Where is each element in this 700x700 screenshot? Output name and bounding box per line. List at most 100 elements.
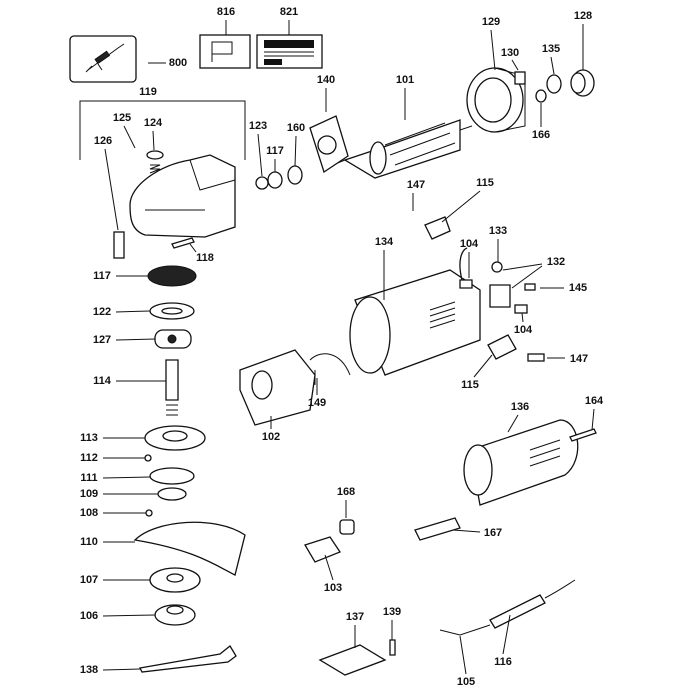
brush-104 [459, 247, 473, 289]
part-label-134: 134 [374, 236, 394, 248]
part-label-117: 117 [266, 145, 284, 157]
leader-line-115 [473, 354, 493, 378]
part-label-116: 116 [494, 656, 512, 668]
part-label-110: 110 [80, 536, 98, 548]
leader-line-116 [502, 614, 511, 655]
leader-line-123 [257, 133, 263, 177]
leader-line-160 [294, 135, 297, 167]
part-label-119: 119 [139, 86, 157, 98]
leader-line-122 [115, 310, 151, 313]
brush-holder-115 [424, 216, 451, 240]
switch-part-137 [318, 644, 387, 676]
part-label-166: 166 [531, 129, 551, 141]
pin-126 [113, 231, 125, 259]
leader-line-129 [490, 29, 496, 71]
part-label-122: 122 [92, 306, 112, 318]
screw-164 [569, 428, 597, 442]
part-label-130: 130 [500, 47, 520, 59]
cord-105-116 [439, 579, 576, 636]
leader-line-105 [459, 635, 467, 675]
part-label-126: 126 [93, 135, 113, 147]
part-label-168: 168 [336, 486, 356, 498]
part-label-118: 118 [196, 252, 214, 264]
brush-holder-132 [489, 261, 536, 314]
part-label-102: 102 [261, 431, 281, 443]
terminal-167 [414, 517, 461, 541]
part-label-147: 147 [406, 179, 426, 191]
leader-line-164 [591, 408, 595, 431]
part-label-164: 164 [584, 395, 604, 407]
gear-case [129, 150, 236, 238]
fan-baffle-129 [466, 67, 526, 133]
grease-gun-icon-box [69, 35, 137, 83]
motor-housing-134 [349, 269, 481, 376]
bracket-119 [79, 100, 246, 160]
leader-lines [102, 20, 595, 675]
part-label-125: 125 [112, 112, 132, 124]
warning-label-box [256, 34, 323, 69]
screw-147 [527, 353, 545, 362]
part-label-145: 145 [568, 282, 588, 294]
leader-line-132 [511, 265, 543, 289]
part-label-107: 107 [79, 574, 99, 586]
leader-line-106 [102, 614, 156, 617]
part-label-105: 105 [456, 676, 476, 688]
part-label-115: 115 [476, 177, 494, 189]
leader-line-124 [152, 130, 155, 151]
leader-line-167 [452, 529, 481, 533]
leader-line-130 [511, 59, 519, 71]
field-102 [239, 349, 351, 426]
part-label-821: 821 [279, 6, 299, 18]
part-label-112: 112 [80, 452, 98, 464]
part-label-140: 140 [316, 74, 336, 86]
part-label-111: 111 [80, 472, 98, 484]
leader-line-138 [102, 668, 141, 671]
part-label-103: 103 [323, 582, 343, 594]
part-label-117: 117 [93, 270, 111, 282]
part-label-135: 135 [541, 43, 561, 55]
fan-plate-140 [309, 115, 349, 174]
part-label-137: 137 [345, 611, 365, 623]
part-label-129: 129 [481, 16, 501, 28]
leader-line-132 [502, 263, 543, 271]
rear-cover-136 [463, 419, 579, 506]
leader-line-136 [507, 414, 519, 433]
part-label-106: 106 [79, 610, 99, 622]
screw-139 [389, 639, 396, 656]
leader-line-135 [550, 56, 555, 75]
part-label-136: 136 [510, 401, 530, 413]
part-label-115: 115 [461, 379, 479, 391]
bearing-parts-right [514, 69, 595, 103]
part-label-147: 147 [569, 353, 589, 365]
leader-line-111 [102, 476, 151, 479]
screw-118 [171, 237, 195, 249]
part-label-114: 114 [93, 375, 111, 387]
leader-line-103 [324, 554, 334, 581]
part-label-167: 167 [483, 527, 503, 539]
flag-label-box [199, 34, 251, 69]
part-label-800: 800 [168, 57, 188, 69]
left-column-parts [133, 265, 246, 673]
part-label-104: 104 [459, 238, 479, 250]
part-label-149: 149 [307, 397, 327, 409]
part-label-128: 128 [573, 10, 593, 22]
part-label-101: 101 [395, 74, 415, 86]
part-label-113: 113 [80, 432, 98, 444]
leader-line-126 [104, 148, 119, 231]
leader-line-118 [189, 243, 197, 253]
part-label-127: 127 [92, 334, 112, 346]
small-bearings-top [255, 165, 303, 190]
part-label-132: 132 [546, 256, 566, 268]
brush-plate-115 [487, 334, 517, 360]
leader-line-104 [521, 312, 524, 323]
switch-103 [304, 519, 355, 563]
leader-line-125 [123, 125, 136, 149]
part-label-104: 104 [513, 324, 533, 336]
armature-101 [324, 119, 473, 179]
part-label-139: 139 [382, 606, 402, 618]
leader-line-115 [441, 190, 481, 223]
part-label-108: 108 [79, 507, 99, 519]
part-label-160: 160 [286, 122, 306, 134]
